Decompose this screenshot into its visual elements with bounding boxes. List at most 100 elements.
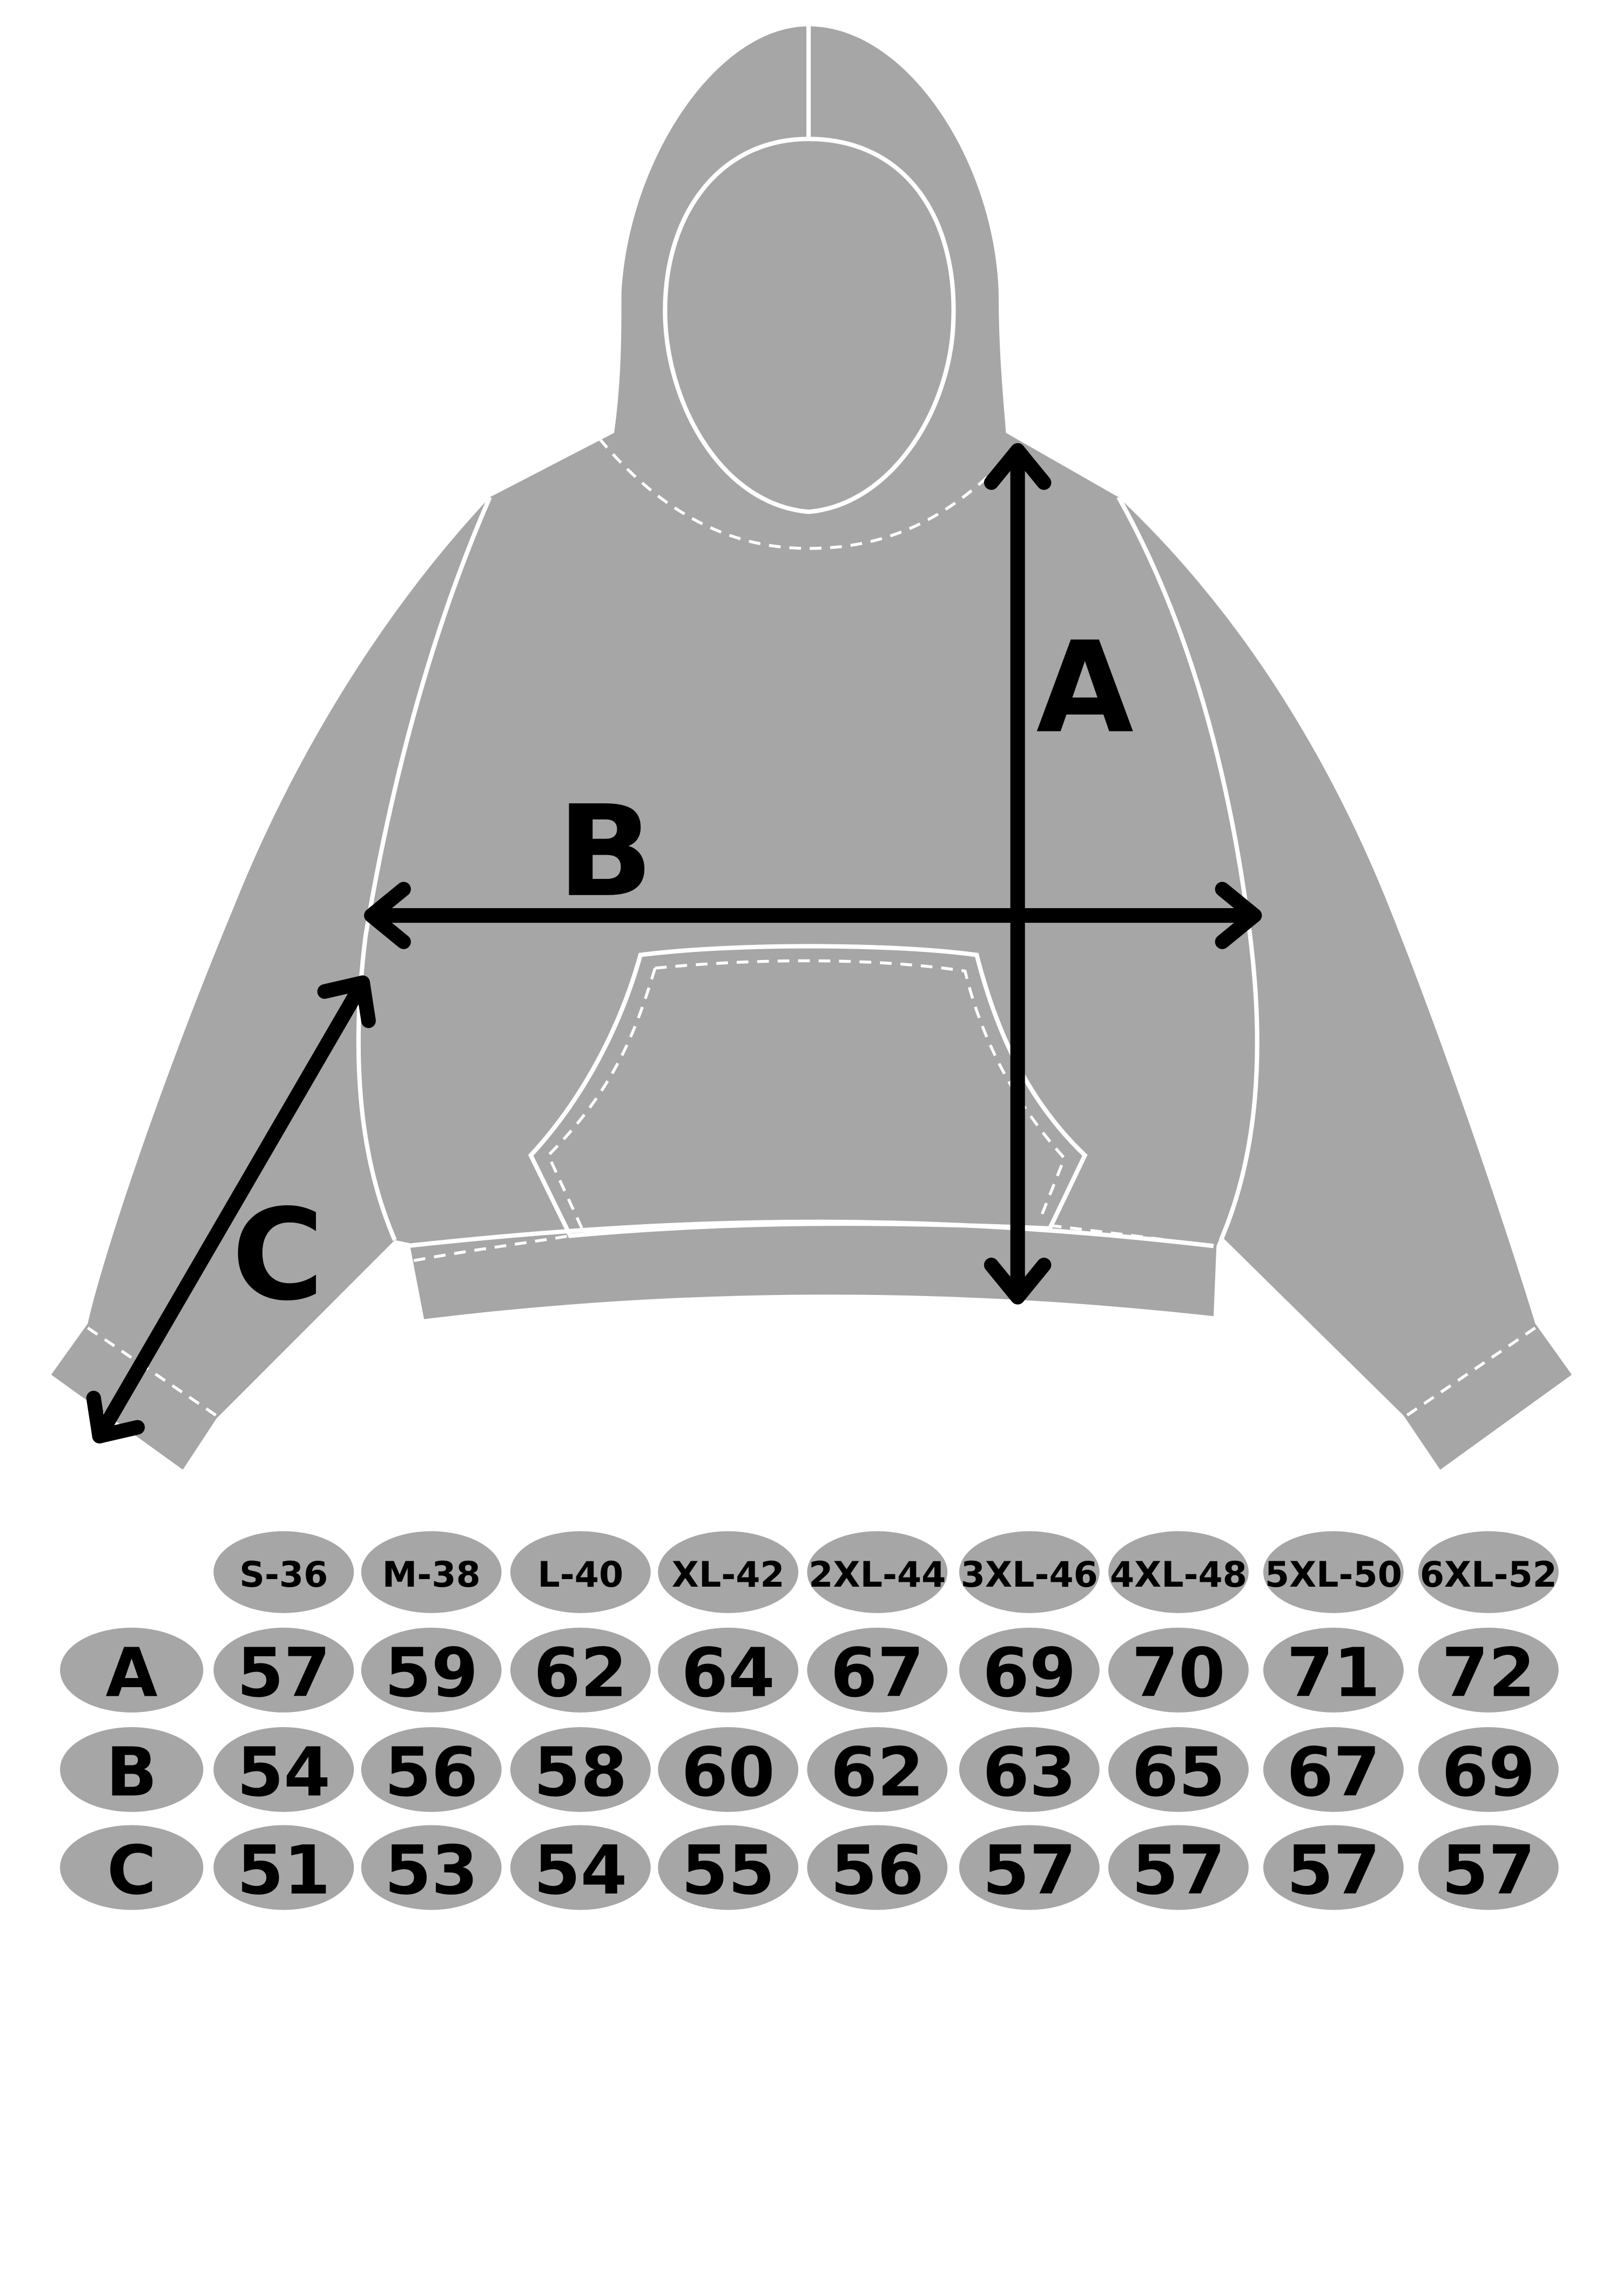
measurement-cell: 67 <box>807 1627 948 1713</box>
measurement-cell: 59 <box>361 1627 502 1713</box>
arrow-a <box>984 443 1052 1305</box>
cell-text: 51 <box>237 1831 331 1910</box>
cell-pill <box>1418 1825 1559 1910</box>
cell-pill <box>1108 1727 1249 1812</box>
cell-text: 62 <box>534 1634 627 1712</box>
cell-pill <box>60 1727 204 1812</box>
cell-pill <box>959 1727 1100 1812</box>
cell-text: 69 <box>982 1634 1076 1712</box>
cell-pill <box>1108 1531 1249 1613</box>
measurement-cell: 67 <box>1263 1727 1404 1812</box>
measurement-cell: 57 <box>1108 1825 1249 1910</box>
cell-pill <box>959 1825 1100 1910</box>
cell-pill <box>1108 1627 1249 1713</box>
cell-pill <box>213 1531 354 1613</box>
size-header: 4XL-48 <box>1108 1531 1249 1613</box>
size-header: S-36 <box>213 1531 354 1613</box>
cell-pill <box>807 1531 948 1613</box>
measurement-cell: 69 <box>1418 1727 1559 1812</box>
size-header: 5XL-50 <box>1263 1531 1404 1613</box>
label-a: A <box>1036 615 1134 761</box>
cell-pill <box>959 1531 1100 1613</box>
cell-pill <box>1263 1627 1404 1713</box>
size-header: 2XL-44 <box>807 1531 948 1613</box>
hoodie-body <box>51 433 1572 1470</box>
cell-pill <box>658 1825 799 1910</box>
measurement-cell: 57 <box>959 1825 1100 1910</box>
cell-pill <box>1263 1531 1404 1613</box>
measurement-cell: 57 <box>1263 1825 1404 1910</box>
measurement-arrows <box>86 443 1262 1444</box>
cell-text: 69 <box>1442 1733 1535 1811</box>
measurement-cell: 56 <box>807 1825 948 1910</box>
cell-text: 64 <box>682 1634 775 1712</box>
measurement-cell: 54 <box>213 1727 354 1812</box>
cell-pill <box>807 1627 948 1713</box>
cell-text: B <box>106 1733 157 1811</box>
size-header: 6XL-52 <box>1418 1531 1559 1613</box>
cell-text: 56 <box>385 1733 478 1811</box>
cell-text: L-40 <box>537 1555 623 1595</box>
cell-text: 62 <box>831 1733 924 1811</box>
cell-text: 6XL-52 <box>1420 1555 1557 1595</box>
measurement-cell: 63 <box>959 1727 1100 1812</box>
cell-pill <box>510 1627 651 1713</box>
cell-pill <box>1418 1531 1559 1613</box>
arrow-c <box>86 975 376 1444</box>
cell-pill <box>1108 1825 1249 1910</box>
label-b: B <box>557 778 653 925</box>
cell-text: S-36 <box>239 1555 328 1595</box>
measurement-cell: 72 <box>1418 1627 1559 1713</box>
cell-text: XL-42 <box>672 1555 785 1595</box>
cell-text: 56 <box>831 1831 924 1910</box>
cell-pill <box>361 1825 502 1910</box>
measurement-cell: 53 <box>361 1825 502 1910</box>
cell-pill <box>658 1727 799 1812</box>
measurement-cell: 57 <box>213 1627 354 1713</box>
measurement-cell: 62 <box>510 1627 651 1713</box>
cell-pill <box>510 1825 651 1910</box>
cell-text: 57 <box>1132 1831 1225 1910</box>
measurement-cell: 71 <box>1263 1627 1404 1713</box>
cell-text: 3XL-46 <box>961 1555 1098 1595</box>
measurement-cell: 57 <box>1418 1825 1559 1910</box>
cell-text: 53 <box>385 1831 478 1910</box>
cell-pill <box>60 1825 204 1910</box>
measurement-cell: 65 <box>1108 1727 1249 1812</box>
arrow-b <box>364 882 1262 949</box>
cell-text: 63 <box>982 1733 1076 1811</box>
cell-text: 71 <box>1287 1634 1380 1712</box>
cell-pill <box>959 1627 1100 1713</box>
cell-text: A <box>106 1634 158 1712</box>
label-c: C <box>232 1182 324 1328</box>
measurement-cell: 56 <box>361 1727 502 1812</box>
measurement-cell: 54 <box>510 1825 651 1910</box>
cell-pill <box>1263 1825 1404 1910</box>
row-label: B <box>60 1727 204 1812</box>
hood <box>614 26 1006 524</box>
cell-text: 57 <box>237 1634 331 1712</box>
cell-pill <box>361 1727 502 1812</box>
cell-pill <box>807 1727 948 1812</box>
size-header: XL-42 <box>658 1531 799 1613</box>
cell-text: 60 <box>682 1733 775 1811</box>
measurement-cell: 64 <box>658 1627 799 1713</box>
cell-pill <box>1263 1727 1404 1812</box>
cell-pill <box>361 1531 502 1613</box>
cell-text: 54 <box>237 1733 331 1811</box>
cell-pill <box>361 1627 502 1713</box>
measurement-cell: 60 <box>658 1727 799 1812</box>
cell-pill <box>807 1825 948 1910</box>
cell-text: 67 <box>831 1634 924 1712</box>
cell-text: 67 <box>1287 1733 1380 1811</box>
cell-text: C <box>107 1831 156 1910</box>
cell-text: 59 <box>385 1634 478 1712</box>
cell-text: 57 <box>982 1831 1076 1910</box>
cell-text: 57 <box>1442 1831 1535 1910</box>
cell-pill <box>658 1627 799 1713</box>
cell-pill <box>510 1727 651 1812</box>
size-header: 3XL-46 <box>959 1531 1100 1613</box>
cell-pill <box>510 1531 651 1613</box>
